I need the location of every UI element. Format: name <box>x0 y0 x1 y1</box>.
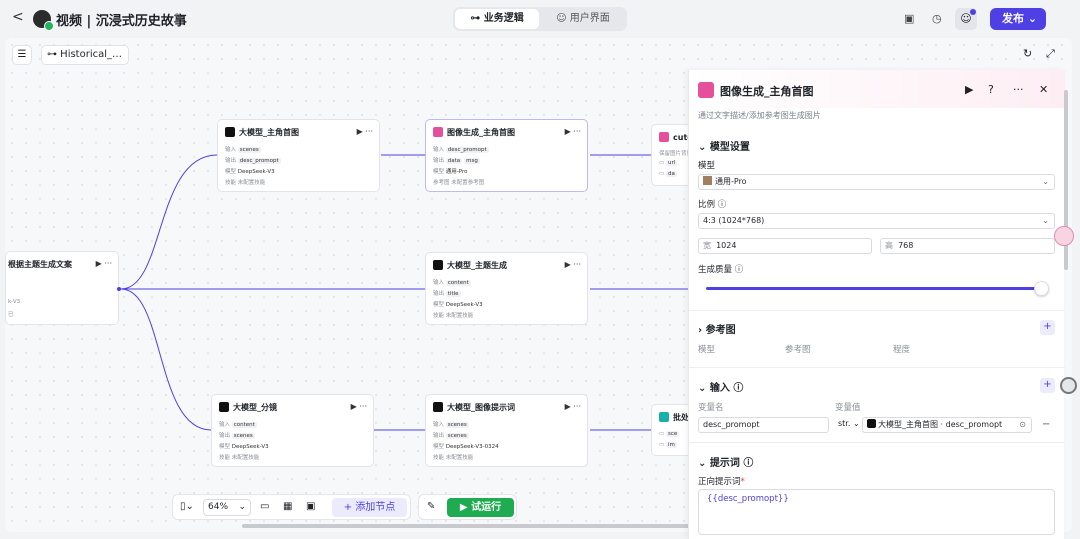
node-batch[interactable]: 批处 ▭ sce ▭ im <box>651 404 693 456</box>
close-icon[interactable]: ✕ <box>1039 83 1049 96</box>
comment-icon[interactable]: ▭ <box>260 501 270 512</box>
node-skill: 已 <box>8 312 14 318</box>
var-reference[interactable]: 大模型_主角首图 · desc_promopt⊙ <box>862 417 1032 433</box>
refresh-icon[interactable]: ↻ <box>1023 47 1033 60</box>
status-check-icon <box>44 21 54 31</box>
edges <box>120 154 689 431</box>
model-label: 模型 <box>698 161 716 171</box>
width-input[interactable]: 宽 1024 <box>698 238 872 254</box>
node-model: k-V3 <box>8 299 21 305</box>
section-model-settings[interactable]: ⌄ 模型设置 <box>698 142 750 153</box>
output-port[interactable] <box>117 287 121 291</box>
positive-prompt-input[interactable]: {{desc_promopt}} <box>698 489 1055 535</box>
node-actions[interactable]: ▶ ··· <box>564 127 581 136</box>
quality-label: 生成质量 ⓘ <box>698 265 744 275</box>
horizontal-scrollbar[interactable] <box>242 524 692 528</box>
assistant-float-icon[interactable] <box>1054 226 1074 246</box>
mode-switch: ⊶ 业务逻辑 ☺ 用户界面 <box>453 7 627 31</box>
var-name-input[interactable]: desc_promopt <box>698 417 829 433</box>
add-input-button[interactable]: + <box>1040 378 1055 393</box>
ref-col-model: 模型 <box>698 345 716 355</box>
section-prompt[interactable]: ⌄ 提示词 ⓘ <box>698 458 754 469</box>
help-icon[interactable]: ? <box>988 83 994 96</box>
history-icon[interactable]: ◷ <box>932 12 942 25</box>
tab-user-interface[interactable]: ☺ 用户界面 <box>556 13 610 24</box>
var-name-header: 变量名 <box>698 403 724 413</box>
node-llm-main-image[interactable]: 大模型_主角首图 ▶ ··· 输入 scenes 输出 desc_promopt… <box>217 119 380 192</box>
collaborator-button[interactable]: ☺ <box>955 8 977 30</box>
node-title: 大模型_图像提示词 <box>433 402 515 413</box>
ref-col-image: 参考图 <box>785 345 811 355</box>
var-type-select[interactable]: str. ⌄ <box>838 419 860 428</box>
notification-dot <box>970 9 976 15</box>
run-toolbar: ✎ ▶ 试运行 <box>418 494 517 520</box>
quality-slider[interactable] <box>706 281 1050 296</box>
mouse-mode-icon[interactable]: ▯⌄ <box>180 501 194 512</box>
node-actions[interactable]: ▶ ··· <box>95 259 112 268</box>
model-thumb-icon <box>703 176 712 185</box>
workflow-breadcrumb[interactable]: ⊶ Historical_… <box>41 45 129 65</box>
add-node-button[interactable]: + 添加节点 <box>332 498 407 517</box>
node-actions[interactable]: ▶ ··· <box>350 402 367 411</box>
node-title: 大模型_分镜 <box>219 402 277 413</box>
ratio-select[interactable]: 4:3 (1024*768)⌄ <box>698 213 1055 229</box>
var-value-header: 变量值 <box>835 403 861 413</box>
back-button[interactable]: < <box>12 9 24 25</box>
node-llm-theme[interactable]: 大模型_主题生成 ▶ ··· 输入 content 输出 title 模型 De… <box>425 252 588 325</box>
section-reference-image[interactable]: › 参考图 <box>698 325 736 336</box>
output-var: desc_promopt <box>237 158 281 164</box>
add-reference-button[interactable]: + <box>1040 320 1055 335</box>
edit-icon[interactable]: ✎ <box>174 11 184 24</box>
node-title: 图像生成_主角首图 <box>433 127 515 138</box>
sidebar-toggle-icon[interactable]: ☰ <box>12 45 32 65</box>
minimap-icon[interactable]: ▣ <box>306 501 316 512</box>
node-actions[interactable]: ▶ ··· <box>564 402 581 411</box>
debug-icon[interactable]: ✎ <box>427 501 436 512</box>
image-gen-icon <box>698 82 714 98</box>
node-model: DeepSeek-V3 <box>237 169 275 175</box>
panel-title: 图像生成_主角首图 <box>720 85 814 98</box>
panel-scrollbar[interactable] <box>1064 90 1068 270</box>
panel-header: 图像生成_主角首图 ▶ ? ··· ✕ <box>689 70 1065 108</box>
publish-button[interactable]: 发布 ⌄ <box>990 8 1046 30</box>
node-title: 批处 <box>659 412 689 423</box>
zoom-select[interactable]: 64%⌄ <box>203 499 251 516</box>
model-select[interactable]: 通用-Pro⌄ <box>698 174 1055 190</box>
user-icon: ☺ <box>960 12 972 25</box>
save-icon[interactable]: ▣ <box>904 12 915 25</box>
run-button[interactable]: ▶ 试运行 <box>447 498 514 517</box>
node-actions[interactable]: ▶ ··· <box>356 127 373 136</box>
node-title: 大模型_主角首图 <box>225 127 299 138</box>
app-title: 视频 | 沉浸式历史故事 <box>56 14 187 29</box>
node-config-panel: 图像生成_主角首图 ▶ ? ··· ✕ 通过文字描述/添加参考图生成图片 ⌄ 模… <box>688 70 1065 539</box>
height-input[interactable]: 高 768 <box>880 238 1055 254</box>
feedback-float-icon[interactable] <box>1060 377 1077 394</box>
expand-icon[interactable]: ⤢ <box>1046 47 1055 60</box>
more-icon[interactable]: ··· <box>1013 83 1024 96</box>
positive-prompt-label: 正向提示词* <box>698 477 745 487</box>
node-llm-image-prompt[interactable]: 大模型_图像提示词 ▶ ··· 输入 scenes 输出 scenes 模型 D… <box>425 394 588 467</box>
remove-input-icon[interactable]: − <box>1042 419 1051 430</box>
app-avatar <box>33 10 54 31</box>
node-title: 大模型_主题生成 <box>433 260 507 271</box>
section-input[interactable]: ⌄ 输入 ⓘ <box>698 383 744 394</box>
panel-description: 通过文字描述/添加参考图生成图片 <box>698 111 821 120</box>
ref-col-strength: 程度 <box>893 345 911 355</box>
node-cutout[interactable]: cuto 保留图片背景 ▭ url ▭ da <box>651 124 693 186</box>
run-node-icon[interactable]: ▶ <box>965 83 974 96</box>
llm-icon <box>867 419 876 428</box>
node-actions[interactable]: ▶ ··· <box>564 260 581 269</box>
node-title: cuto <box>659 132 692 142</box>
layout-icon[interactable]: ▦ <box>283 501 293 512</box>
input-var: scenes <box>237 147 261 153</box>
ratio-label: 比例 ⓘ <box>698 200 727 210</box>
node-generate-copy[interactable]: 根据主题生成文案 ▶ ··· k-V3 已 <box>5 251 119 325</box>
top-bar: < 视频 | 沉浸式历史故事 ✎ ⊶ 业务逻辑 ☺ 用户界面 ▣ ◷ ☺ 发布 … <box>0 0 1080 38</box>
canvas-toolbar: ▯⌄ 64%⌄ ▭ ▦ ▣ + 添加节点 <box>172 494 411 520</box>
tab-business-logic[interactable]: ⊶ 业务逻辑 <box>455 9 539 29</box>
slider-handle[interactable] <box>1034 281 1050 296</box>
node-title: 根据主题生成文案 <box>8 260 72 269</box>
node-llm-split[interactable]: 大模型_分镜 ▶ ··· 输入 content 输出 scenes 模型 Dee… <box>211 394 374 467</box>
